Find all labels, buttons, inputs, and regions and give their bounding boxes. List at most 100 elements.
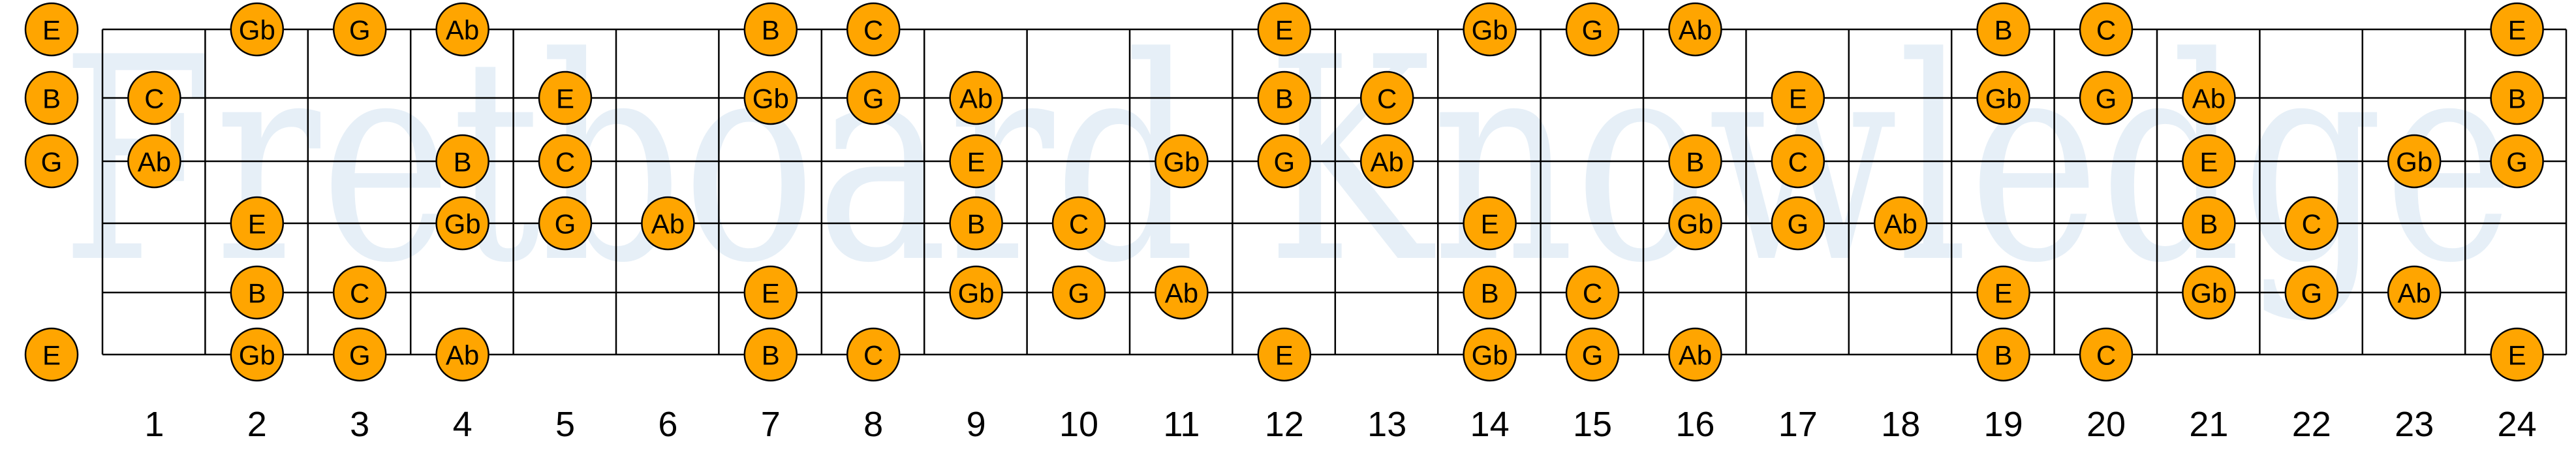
note-label: Gb (1985, 84, 2022, 114)
note-circle (24, 2, 79, 57)
note-circle (127, 71, 181, 125)
note-marker: G (1257, 134, 1312, 189)
note-label: C (1377, 84, 1397, 114)
note-circle (2182, 265, 2236, 320)
note-circle (1976, 327, 2030, 382)
note-circle (1976, 71, 2030, 125)
note-marker: G (1051, 265, 1106, 320)
note-circle (230, 265, 285, 320)
note-marker: G (846, 71, 901, 125)
note-label: B (2508, 84, 2526, 114)
note-label: Ab (446, 340, 479, 371)
fret-number: 15 (1573, 405, 1612, 444)
note-label: Ab (1679, 340, 1712, 371)
fret-number: 16 (1675, 405, 1715, 444)
note-marker: B (1976, 327, 2030, 382)
note-marker: E (1257, 2, 1312, 57)
note-marker: Gb (1155, 134, 1209, 189)
note-marker: E (1257, 327, 1312, 382)
note-marker: E (1771, 71, 1825, 125)
note-label: B (1481, 278, 1499, 309)
note-label: Ab (651, 209, 685, 240)
note-marker: B (24, 71, 79, 125)
note-circle (230, 196, 285, 251)
note-label: C (863, 340, 883, 371)
note-circle (1257, 134, 1312, 189)
note-marker: B (743, 327, 798, 382)
note-label: B (454, 147, 472, 178)
fret-number: 4 (453, 405, 473, 444)
note-marker: E (743, 265, 798, 320)
note-circle (1051, 265, 1106, 320)
note-marker: B (230, 265, 285, 320)
note-circle (435, 196, 489, 251)
note-marker: G (24, 134, 79, 189)
note-label: G (349, 340, 371, 371)
note-marker: B (2182, 196, 2236, 251)
note-circle (743, 71, 798, 125)
note-label: Gb (1472, 340, 1508, 371)
note-label: E (42, 340, 61, 371)
note-circle (1463, 196, 1517, 251)
note-circle (2079, 327, 2134, 382)
fret-number: 24 (2498, 405, 2537, 444)
note-marker: G (1565, 2, 1620, 57)
note-label: C (2302, 209, 2321, 240)
fret-number: 11 (1163, 405, 1200, 444)
note-label: B (42, 84, 61, 114)
note-circle (1668, 2, 1722, 57)
note-label: Gb (2396, 147, 2432, 178)
note-label: E (1275, 340, 1294, 371)
note-label: Gb (958, 278, 995, 309)
note-circle (1463, 327, 1517, 382)
note-marker: Gb (230, 2, 285, 57)
fret-number: 18 (1881, 405, 1920, 444)
note-label: C (1788, 147, 1808, 178)
note-circle (1155, 265, 1209, 320)
note-marker: Ab (1668, 327, 1722, 382)
note-marker: E (2490, 2, 2544, 57)
note-label: G (555, 209, 576, 240)
note-marker: Gb (1463, 2, 1517, 57)
note-marker: E (230, 196, 285, 251)
note-circle (1668, 134, 1722, 189)
note-circle (1463, 265, 1517, 320)
note-circle (949, 196, 1003, 251)
note-circle (1359, 134, 1414, 189)
note-label: E (556, 84, 574, 114)
note-marker: G (2490, 134, 2544, 189)
note-label: G (1273, 147, 1295, 178)
note-circle (1565, 327, 1620, 382)
note-marker: C (846, 327, 901, 382)
note-circle (1359, 71, 1414, 125)
fret-number: 12 (1265, 405, 1304, 444)
note-label: G (1582, 340, 1604, 371)
note-marker: B (1257, 71, 1312, 125)
note-label: C (863, 15, 883, 46)
note-circle (2490, 134, 2544, 189)
note-label: Ab (446, 15, 479, 46)
note-marker: Ab (641, 196, 695, 251)
note-label: C (1583, 278, 1602, 309)
note-label: B (1686, 147, 1704, 178)
note-circle (846, 327, 901, 382)
note-circle (2490, 327, 2544, 382)
note-label: B (967, 209, 985, 240)
note-circle (846, 2, 901, 57)
note-circle (24, 134, 79, 189)
note-marker: E (949, 134, 1003, 189)
note-circle (332, 327, 387, 382)
note-marker: Ab (2387, 265, 2442, 320)
note-marker: Gb (2387, 134, 2442, 189)
fret-number: 22 (2292, 405, 2331, 444)
note-circle (949, 71, 1003, 125)
note-circle (1976, 265, 2030, 320)
note-marker: E (24, 327, 79, 382)
note-label: Ab (2398, 278, 2431, 309)
note-label: E (2508, 15, 2526, 46)
note-circle (435, 327, 489, 382)
note-circle (538, 71, 593, 125)
note-label: E (1481, 209, 1499, 240)
note-label: G (2506, 147, 2528, 178)
